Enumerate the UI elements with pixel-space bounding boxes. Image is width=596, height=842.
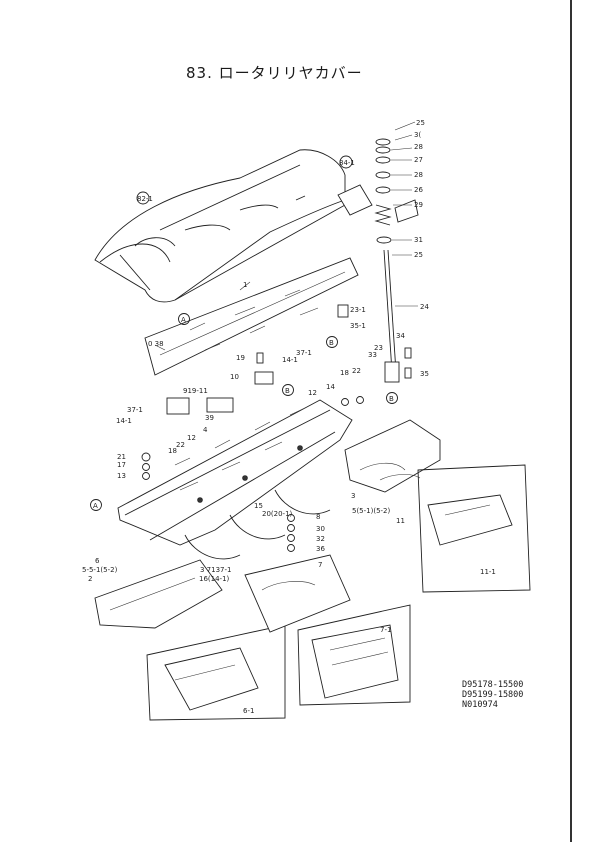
callout-6-1: 6-1 xyxy=(243,707,254,715)
callout-27: 27 xyxy=(414,156,423,164)
callout-7-1: 7-1 xyxy=(380,626,391,634)
callout-23: 23 xyxy=(374,344,383,352)
callout-a1: A xyxy=(181,316,186,324)
bracket-84-1 xyxy=(337,184,419,223)
callout-19: 19 xyxy=(236,354,245,362)
callout-84-1: 84-1 xyxy=(339,159,355,167)
callout-35-1: 35-1 xyxy=(350,322,366,330)
drawing-codes: D95178-15500 D95199-15800 N010974 xyxy=(462,680,523,710)
callout-16: 16(14-1) xyxy=(199,575,230,583)
callout-b1: B xyxy=(329,339,334,347)
drawing-code-2: D95199-15800 xyxy=(462,690,524,700)
main-frame-part xyxy=(117,399,353,546)
page-edge-line xyxy=(570,0,572,842)
lower-plate-2 xyxy=(94,559,223,629)
upper-cover-part xyxy=(94,149,346,303)
callout-24: 24 xyxy=(420,303,429,311)
callout-33: 33 xyxy=(368,351,377,359)
callout-37-1b: 37-1 xyxy=(127,406,143,414)
callout-34: 34 xyxy=(396,332,405,340)
callout-12: 12 xyxy=(308,389,317,397)
spring-stack xyxy=(374,138,392,244)
callout-32: 32 xyxy=(316,535,325,543)
callout-20: 20(20-1) xyxy=(262,510,293,518)
callout-18a: 18 xyxy=(340,369,349,377)
callout-11-1: 11-1 xyxy=(480,568,496,576)
drawing-code-1: D95178-15500 xyxy=(462,680,524,690)
callout-31: 31 xyxy=(414,236,423,244)
callout-25: 25 xyxy=(416,119,425,127)
callout-3: 3 xyxy=(351,492,355,500)
callout-35: 35 xyxy=(420,370,429,378)
callout-14-1a: 14-1 xyxy=(282,356,298,364)
callout-38: 0 38 xyxy=(148,340,164,348)
callout-b2: B xyxy=(389,395,394,403)
inset-box-11-1 xyxy=(417,464,531,593)
callout-23-1: 23-1 xyxy=(350,306,366,314)
callout-21: 21 xyxy=(117,453,126,461)
callout-4: 4 xyxy=(203,426,208,434)
callout-a2: A xyxy=(93,502,98,510)
inset-box-7-1 xyxy=(297,604,411,706)
page-title: 83. ロータリリヤカバー xyxy=(186,64,363,82)
callout-11: 11 xyxy=(396,517,405,525)
right-flap-part xyxy=(344,419,441,493)
callout-28b: 28 xyxy=(414,171,423,179)
callout-26: 26 xyxy=(414,186,423,194)
shield-plate-part xyxy=(144,257,359,376)
callout-37137: 3 7137-1 xyxy=(200,566,231,574)
drawing-code-3: N010974 xyxy=(462,700,498,710)
callout-29: 29 xyxy=(414,201,423,209)
callout-28: 28 xyxy=(414,143,423,151)
inset-box-6-1 xyxy=(146,624,286,721)
callout-5b: 5-5-1(5-2) xyxy=(82,566,118,574)
callout-22b: 22 xyxy=(176,441,185,449)
callout-10: 10 xyxy=(230,373,239,381)
hanger-brackets xyxy=(184,489,331,560)
callout-labels: 25 3( 28 27 28 26 29 31 25 24 84-1 82-1 … xyxy=(82,119,496,715)
callout-17: 17 xyxy=(117,461,126,469)
callout-15: 15 xyxy=(254,502,263,510)
callout-1: 1 xyxy=(243,281,247,289)
callout-12b: 12 xyxy=(187,434,196,442)
callout-25b: 25 xyxy=(414,251,423,259)
fasteners xyxy=(141,304,412,552)
callout-37-1a: 37-1 xyxy=(296,349,312,357)
callout-13: 13 xyxy=(117,472,126,480)
callout-2: 2 xyxy=(88,575,92,583)
callout-14: 14 xyxy=(326,383,335,391)
callout-30b: 30 xyxy=(316,525,325,533)
callout-7: 7 xyxy=(318,561,322,569)
rod-part xyxy=(383,249,400,383)
callout-5: 5(5-1)(5-2) xyxy=(352,507,391,515)
lower-plate-7 xyxy=(244,554,351,633)
callout-b3: B xyxy=(285,387,290,395)
callout-919-11: 919-11 xyxy=(183,387,208,395)
callout-18b: 18 xyxy=(168,447,177,455)
callout-36: 36 xyxy=(316,545,325,553)
circle-markers xyxy=(90,155,398,511)
callout-22a: 22 xyxy=(352,367,361,375)
leader-lines xyxy=(154,121,418,351)
callout-30: 3( xyxy=(414,131,421,139)
callout-39: 39 xyxy=(205,414,214,422)
callout-6: 6 xyxy=(95,557,100,565)
callout-8: 8 xyxy=(316,513,320,521)
callout-14-1b: 14-1 xyxy=(116,417,132,425)
callout-82-1: 82-1 xyxy=(137,195,153,203)
